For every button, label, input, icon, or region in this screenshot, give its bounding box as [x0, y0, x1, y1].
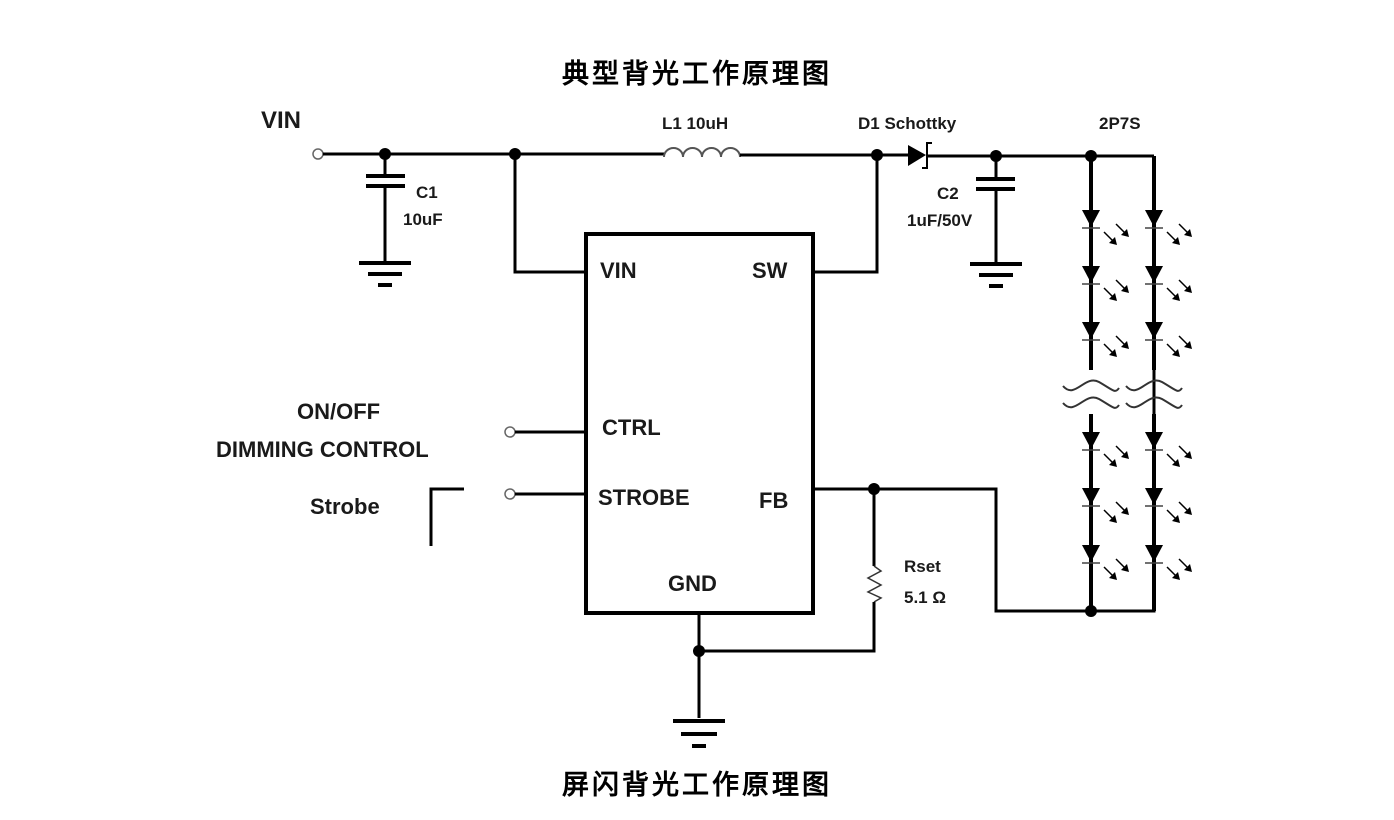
- led: [1082, 210, 1129, 245]
- led-triangle: [1145, 322, 1163, 339]
- light-arrow-head: [1172, 349, 1180, 357]
- light-arrow-head: [1121, 564, 1129, 572]
- light-arrow-head: [1172, 459, 1180, 467]
- led: [1145, 545, 1192, 580]
- led: [1145, 322, 1192, 357]
- led-config-label: 2P7S: [1099, 114, 1141, 133]
- light-arrow-head: [1172, 572, 1180, 580]
- strobe-pulse-icon: [429, 487, 464, 546]
- ctrl-label-line2: DIMMING CONTROL: [216, 437, 429, 462]
- rset-name-label: Rset: [904, 557, 941, 576]
- ground-symbol-c1: [359, 261, 411, 287]
- break-symbol: [1062, 396, 1120, 409]
- ctrl-label-line1: ON/OFF: [297, 399, 381, 424]
- led: [1082, 432, 1129, 467]
- c2-capacitor: [976, 156, 1015, 263]
- light-arrow-head: [1172, 515, 1180, 523]
- light-arrow-head: [1184, 285, 1192, 293]
- vin-terminal: [312, 148, 324, 160]
- led-triangle: [1145, 488, 1163, 505]
- ground-symbol-ic: [673, 719, 725, 748]
- light-arrow-head: [1121, 507, 1129, 515]
- c2-name-label: C2: [937, 184, 959, 203]
- break-symbol: [1125, 396, 1183, 409]
- led-triangle: [1145, 432, 1163, 449]
- led: [1082, 545, 1129, 580]
- light-arrow-head: [1184, 564, 1192, 572]
- light-arrow-head: [1109, 459, 1117, 467]
- ctrl-terminal: [504, 426, 516, 438]
- vin-label: VIN: [261, 107, 302, 134]
- light-arrow-head: [1184, 451, 1192, 459]
- ic-pin-vin: VIN: [600, 258, 637, 283]
- led: [1145, 432, 1192, 467]
- led-triangle: [1145, 266, 1163, 283]
- light-arrow-head: [1109, 572, 1117, 580]
- light-arrow-head: [1109, 293, 1117, 301]
- ic-pin-strobe: STROBE: [598, 485, 690, 510]
- d1-label: D1 Schottky: [858, 114, 957, 133]
- l1-label: L1 10uH: [662, 114, 729, 133]
- c1-name-label: C1: [416, 183, 438, 202]
- light-arrow-head: [1121, 451, 1129, 459]
- rset-to-gnd-wire: [699, 602, 876, 653]
- light-arrow-head: [1172, 293, 1180, 301]
- ic-chip: [584, 232, 815, 615]
- light-arrow-head: [1172, 237, 1180, 245]
- junction-gnd: [693, 645, 705, 657]
- light-arrow-head: [1109, 349, 1117, 357]
- led: [1082, 488, 1129, 523]
- l1-inductor: [663, 147, 741, 158]
- led-triangle: [1145, 210, 1163, 227]
- light-arrow-head: [1121, 341, 1129, 349]
- led-triangle: [1145, 545, 1163, 562]
- vin-to-ic-wire: [513, 154, 586, 274]
- led-triangle: [1082, 266, 1100, 283]
- light-arrow-head: [1184, 341, 1192, 349]
- led-array: [1062, 150, 1192, 617]
- sw-to-ic-wire: [813, 155, 879, 274]
- led: [1145, 488, 1192, 523]
- led: [1082, 322, 1129, 357]
- led-triangle: [1082, 432, 1100, 449]
- light-arrow-head: [1121, 229, 1129, 237]
- break-symbol: [1062, 379, 1120, 392]
- ic-pin-fb: FB: [759, 488, 789, 513]
- break-symbol: [1125, 379, 1183, 392]
- led-string-1: [1062, 156, 1129, 611]
- ic-pin-gnd: GND: [668, 571, 717, 596]
- c1-value-label: 10uF: [403, 210, 443, 229]
- ic-pin-sw: SW: [752, 258, 788, 283]
- led-string-2: [1125, 156, 1192, 611]
- top-title: 典型背光工作原理图: [562, 59, 832, 90]
- led-triangle: [1082, 322, 1100, 339]
- ground-symbol-c2: [970, 262, 1022, 288]
- strobe-label: Strobe: [310, 494, 380, 519]
- strobe-terminal: [504, 488, 516, 500]
- ic-pin-ctrl: CTRL: [602, 415, 661, 440]
- light-arrow-head: [1109, 237, 1117, 245]
- light-arrow-head: [1121, 285, 1129, 293]
- rset-resistor: [866, 565, 883, 603]
- led-triangle: [1082, 210, 1100, 227]
- led: [1082, 266, 1129, 301]
- led: [1145, 210, 1192, 245]
- junction-led-top: [1085, 150, 1097, 162]
- led-triangle: [1082, 545, 1100, 562]
- light-arrow-head: [1109, 515, 1117, 523]
- c2-value-label: 1uF/50V: [907, 211, 973, 230]
- c1-capacitor: [366, 154, 405, 262]
- led: [1145, 266, 1192, 301]
- led-triangle: [1082, 488, 1100, 505]
- light-arrow-head: [1184, 229, 1192, 237]
- rset-value-label: 5.1 Ω: [904, 588, 946, 607]
- bottom-title: 屏闪背光工作原理图: [562, 770, 832, 801]
- light-arrow-head: [1184, 507, 1192, 515]
